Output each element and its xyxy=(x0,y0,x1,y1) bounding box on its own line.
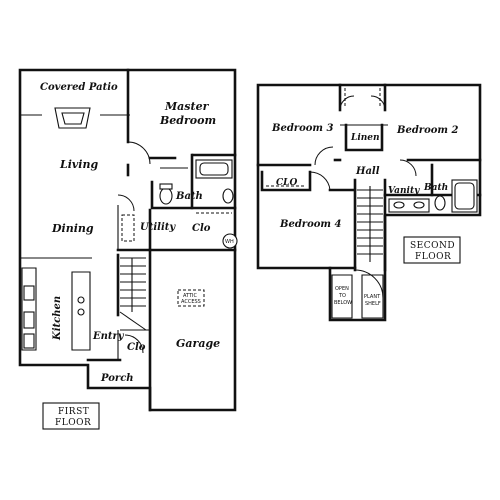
open-label-line1: OPEN xyxy=(335,286,349,292)
toilet-icon xyxy=(159,187,173,205)
first-floor-label-line2: FLOOR xyxy=(55,418,91,428)
vanity-counter xyxy=(388,198,430,213)
room-bedroom4: Bedroom 4 xyxy=(279,219,341,230)
sink-icon xyxy=(222,188,234,204)
room-vanity: Vanity xyxy=(388,186,420,196)
toilet-icon-2 xyxy=(434,195,446,211)
first-floor-label-line1: FIRST xyxy=(58,407,89,417)
water-heater-label: WH xyxy=(225,239,234,245)
second-floor-label-line1: SECOND xyxy=(410,241,455,251)
kitchen-island xyxy=(71,271,91,351)
bathtub-icon-2 xyxy=(451,179,478,213)
second-floor-plan xyxy=(256,83,482,322)
bathtub-icon xyxy=(195,159,233,179)
room-clo: Clo xyxy=(192,223,211,234)
attic-label-line1: ATTIC xyxy=(183,293,198,299)
open-label-line2: TO xyxy=(338,293,346,299)
second-floor-tag: SECOND FLOOR xyxy=(403,236,461,264)
room-living: Living xyxy=(59,158,98,171)
room-bath-2: Bath xyxy=(423,183,448,193)
room-hall: Hall xyxy=(355,166,380,177)
second-floor-label-line2: FLOOR xyxy=(415,252,451,262)
room-bath: Bath xyxy=(175,191,203,202)
plant-label-line1: PLANT xyxy=(364,294,381,300)
open-label-line3: BELOW xyxy=(334,300,352,306)
plant-label-line2: SHELF xyxy=(365,301,381,307)
first-floor-tag: FIRST FLOOR xyxy=(42,402,100,430)
washer-dryer-icon xyxy=(121,214,135,242)
room-porch: Porch xyxy=(100,373,134,384)
room-covered-patio: Covered Patio xyxy=(40,82,118,93)
room-master-line1: Master xyxy=(164,100,210,113)
room-bedroom3: Bedroom 3 xyxy=(271,123,333,134)
room-bedroom2: Bedroom 2 xyxy=(396,125,458,136)
first-floor-plan xyxy=(18,68,238,412)
room-entry-clo: Clo xyxy=(127,342,146,353)
fireplace-icon xyxy=(54,107,91,129)
range-icon xyxy=(23,333,35,349)
water-heater-icon xyxy=(222,233,238,249)
sink-icon-kitchen xyxy=(23,311,35,329)
room-master-line2: Bedroom xyxy=(159,114,216,127)
room-dining: Dining xyxy=(51,222,94,235)
room-linen: Linen xyxy=(350,133,380,143)
room-entry: Entry xyxy=(92,331,125,342)
room-garage: Garage xyxy=(176,337,220,350)
room-clo-2: CLO xyxy=(276,178,297,188)
attic-label-line2: ACCESS xyxy=(181,299,201,305)
attic-access-icon xyxy=(177,289,205,307)
room-utility: Utility xyxy=(140,222,176,233)
room-kitchen: Kitchen xyxy=(52,296,63,341)
dishwasher-icon xyxy=(23,285,35,301)
